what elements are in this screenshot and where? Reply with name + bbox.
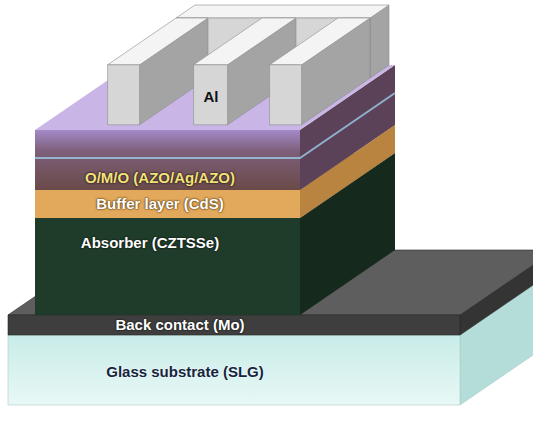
front-face bbox=[8, 335, 460, 405]
layer-label: Buffer layer (CdS) bbox=[94, 195, 226, 213]
al-finger bbox=[108, 18, 208, 125]
layer-label: Glass substrate (SLG) bbox=[104, 363, 266, 381]
layer-band: Buffer layer (CdS) bbox=[94, 195, 226, 213]
electrode-label: Al bbox=[202, 88, 221, 106]
front-face bbox=[108, 65, 140, 125]
front-face bbox=[194, 65, 228, 125]
layer-label: O/M/O (AZO/Ag/AZO) bbox=[83, 169, 237, 187]
layer-label: Absorber (CZTSSe) bbox=[79, 234, 221, 252]
layer-band: Back contact (Mo) bbox=[113, 316, 246, 334]
front-face bbox=[8, 315, 460, 335]
layer-band: Absorber (CZTSSe) bbox=[79, 234, 221, 252]
front-face bbox=[35, 190, 300, 218]
layer-band: Glass substrate (SLG) bbox=[104, 363, 266, 381]
top-face bbox=[176, 5, 389, 18]
layer-label: Al bbox=[202, 88, 221, 106]
layer-band: O/M/O (AZO/Ag/AZO) bbox=[83, 169, 237, 187]
front-face bbox=[35, 218, 300, 315]
top-face bbox=[108, 18, 208, 65]
top-face bbox=[270, 18, 370, 65]
front-face bbox=[35, 130, 300, 190]
layer-label: Back contact (Mo) bbox=[113, 316, 246, 334]
al-finger bbox=[270, 18, 370, 125]
front-face bbox=[270, 65, 302, 125]
